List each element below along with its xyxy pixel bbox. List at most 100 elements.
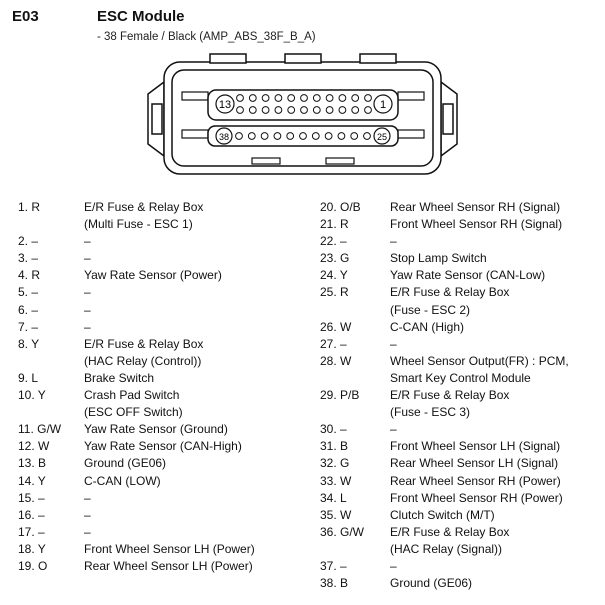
pin-list-left: 1. R E/R Fuse & Relay Box (Multi Fuse - ES… <box>18 199 255 575</box>
pin-label-25: 25 <box>377 132 387 142</box>
pin-cavity <box>260 132 269 140</box>
page-title: ESC Module <box>97 8 185 25</box>
pin-description: – <box>390 234 397 249</box>
pin-row: 2. – – <box>18 233 255 250</box>
pin-row: (HAC Relay (Signal)) <box>320 541 569 558</box>
pin-description: – <box>84 302 91 317</box>
pin-description: E/R Fuse & Relay Box <box>390 388 510 403</box>
pin-description: (ESC OFF Switch) <box>84 405 183 420</box>
pin-description: – <box>84 490 91 505</box>
pin-row: 11. G/W Yaw Rate Sensor (Ground) <box>18 421 255 438</box>
pin-description: Clutch Switch (M/T) <box>390 507 495 522</box>
pin-number: 20. O/B <box>320 200 361 214</box>
pin-number: 14. Y <box>18 473 46 488</box>
pin-cavity <box>261 94 270 102</box>
pin-number: 6. – <box>18 302 39 317</box>
pin-description: – <box>390 558 397 573</box>
pin-cavity <box>312 94 321 102</box>
pin-number: 27. – <box>320 336 347 351</box>
connector-code: E03 <box>12 8 39 25</box>
pin-cavity <box>311 132 320 140</box>
pin-number: 29. P/B <box>320 388 360 403</box>
pin-description: Ground (GE06) <box>84 456 167 471</box>
pin-row: 30. –– <box>320 421 569 438</box>
pin-number: 37. – <box>320 558 347 573</box>
pin-description: – <box>84 319 91 334</box>
pin-row: 22. –– <box>320 233 569 250</box>
pin-row: Smart Key Control Module <box>320 370 569 387</box>
pin-description: Stop Lamp Switch <box>390 251 487 266</box>
pin-description: Rear Wheel Sensor LH (Power) <box>84 558 253 573</box>
pin-description: Yaw Rate Sensor (Ground) <box>84 422 228 437</box>
pin-row: 20. O/B Rear Wheel Sensor RH (Signal) <box>320 199 569 216</box>
pin-description: – <box>84 234 91 249</box>
pin-number: 25. R <box>320 285 349 300</box>
pin-number: 1. R <box>18 200 41 214</box>
pin-cavity <box>300 94 308 102</box>
pin-row-top <box>236 94 372 114</box>
pin-cavity <box>274 106 283 114</box>
pin-row: (Multi Fuse - ESC 1) <box>18 216 255 233</box>
pin-number: 9. L <box>18 370 39 385</box>
pin-number: 26. W <box>320 319 352 334</box>
pin-description: (Multi Fuse - ESC 1) <box>84 217 193 232</box>
pin-number: 36. G/W <box>320 524 365 539</box>
pin-description: E/R Fuse & Relay Box <box>84 200 204 214</box>
pin-number: 13. B <box>18 456 47 471</box>
pin-number <box>18 216 84 233</box>
pin-cavity <box>351 106 360 114</box>
pin-row: (HAC Relay (Control)) <box>18 353 255 370</box>
pin-number: 38. B <box>320 576 349 591</box>
pin-row: 6. – – <box>18 302 255 319</box>
pin-description: – <box>390 336 397 351</box>
connector-subtitle: - 38 Female / Black (AMP_ABS_38F_B_A) <box>97 31 316 43</box>
pin-number: 28. W <box>320 353 352 368</box>
pin-cavity <box>312 106 321 114</box>
pin-description: E/R Fuse & Relay Box <box>390 285 510 300</box>
pin-number: 5. – <box>18 285 39 300</box>
pin-row: 37. – – <box>320 558 569 575</box>
pin-number: 33. W <box>320 473 352 488</box>
pin-row: (Fuse - ESC 3) <box>320 404 569 421</box>
pin-description: Rear Wheel Sensor LH (Signal) <box>390 456 559 471</box>
pin-cavity <box>236 94 244 102</box>
pin-number: 11. G/W <box>18 422 62 437</box>
pin-description: – <box>390 422 397 437</box>
pin-description: Yaw Rate Sensor (CAN-Low) <box>390 268 546 283</box>
pin-description: Front Wheel Sensor RH (Power) <box>390 490 563 505</box>
pin-description: Ground (GE06) <box>390 576 473 591</box>
pin-number: 34. L <box>320 490 347 505</box>
pin-cavity <box>364 106 372 114</box>
pin-number <box>18 353 84 370</box>
pin-description: (HAC Relay (Control)) <box>84 353 202 368</box>
pin-number: 16. – <box>18 507 45 522</box>
pin-row: 38. B Ground (GE06) <box>320 575 569 592</box>
pin-cavity <box>273 132 282 140</box>
pin-description: Rear Wheel Sensor RH (Signal) <box>390 200 561 214</box>
pin-description: (HAC Relay (Signal)) <box>390 541 503 556</box>
pin-number: 7. – <box>18 319 39 334</box>
pin-number: 8. Y <box>18 336 40 351</box>
pin-row: 13. B Ground (GE06) <box>18 455 255 472</box>
pin-cavity <box>338 94 347 102</box>
pin-description: Smart Key Control Module <box>390 370 531 385</box>
pin-description: (Fuse - ESC 2) <box>390 302 471 317</box>
pin-number: 24. Y <box>320 268 348 283</box>
pin-cavity <box>299 132 307 140</box>
pin-cavity <box>287 94 296 102</box>
pin-number: 2. – <box>18 234 39 249</box>
pin-cavity <box>325 106 334 114</box>
pin-number <box>320 404 390 421</box>
pin-row: 24. Y Yaw Rate Sensor (CAN-Low) <box>320 267 569 284</box>
pin-row: 16. –– <box>18 507 255 524</box>
